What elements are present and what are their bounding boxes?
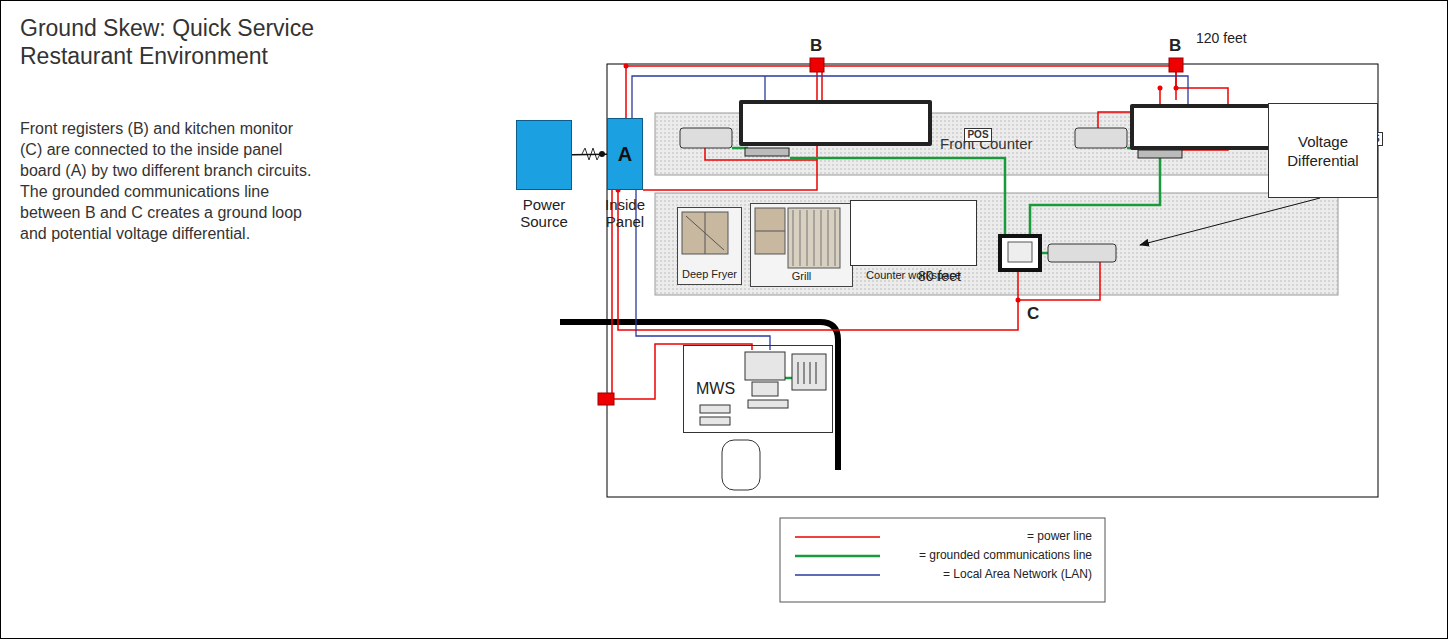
building-outline — [607, 64, 1378, 497]
node-label: Grill — [792, 270, 812, 283]
wall — [560, 322, 838, 470]
breaker-b — [1169, 58, 1183, 72]
pos-label: POS — [964, 128, 991, 142]
caption-text: Front registers (B) and kitchen monitor … — [20, 118, 315, 244]
printer — [1048, 244, 1116, 262]
diagram-title: Ground Skew: Quick Service Restaurant En… — [20, 14, 340, 70]
circuit-letter: B — [1169, 36, 1181, 56]
grill-rib — [793, 210, 794, 266]
drive — [700, 417, 730, 425]
fryer-basket — [686, 212, 724, 254]
legend-text: = grounded communications line — [892, 548, 1092, 562]
counter-workspace-shape — [850, 200, 977, 266]
legend-box — [780, 518, 1105, 602]
grill: Grill — [750, 203, 853, 287]
node-label: Inside Panel — [590, 196, 660, 230]
circuit-letter: B — [810, 36, 822, 56]
monitor — [745, 352, 785, 380]
drive — [700, 405, 730, 413]
legend-text: = Local Area Network (LAN) — [892, 567, 1092, 581]
deep-fryer: Deep Fryer — [677, 207, 742, 285]
kitchen-band — [655, 193, 1338, 295]
grill-rib — [814, 210, 815, 266]
mws-equipment — [700, 352, 826, 490]
junction-dot — [624, 64, 629, 69]
printer — [792, 354, 826, 390]
voltage-differential-box: Voltage Differential — [1268, 103, 1378, 198]
comm-line — [785, 377, 792, 380]
lan-lines — [632, 76, 1188, 350]
kitchen-band-stipple — [655, 193, 1338, 295]
grill-rib — [835, 210, 836, 266]
junction-dot — [1158, 86, 1163, 91]
grill-panel — [755, 208, 785, 254]
screen — [1008, 242, 1032, 262]
kitchen-monitor — [1000, 236, 1040, 270]
leader-arrow — [1140, 198, 1320, 245]
node-label: MWS — [696, 380, 735, 398]
mws-desk: MWS — [683, 345, 833, 433]
breaker-mws — [598, 393, 614, 405]
dimension: 80 feet — [918, 268, 961, 284]
comm-line — [1030, 152, 1160, 236]
dimension: 120 feet — [1196, 30, 1247, 46]
power-line — [618, 190, 1018, 330]
inside-panel-box-shape: A — [607, 118, 643, 190]
grill-rib — [800, 210, 801, 266]
panel-letter: A — [618, 143, 632, 166]
grill-divider — [755, 231, 785, 232]
breakers — [598, 58, 1183, 405]
legend-sample-comm — [795, 555, 880, 558]
circuit-letter: C — [1027, 304, 1039, 324]
grill-rib — [821, 210, 822, 266]
cpu — [752, 382, 778, 396]
front-counter-band: Front CounterPOSPOS — [655, 113, 1338, 175]
fryer-body — [682, 212, 728, 254]
node-label: Voltage Differential — [1273, 132, 1373, 170]
inside-panel-box: AInside Panel — [607, 118, 643, 230]
legend-sample-power — [795, 536, 880, 538]
lan-line — [764, 76, 765, 100]
power-source-box: Power Source — [516, 120, 572, 230]
grill-rib — [807, 210, 808, 266]
keyboard — [745, 148, 789, 156]
node-label: Power Source — [502, 196, 586, 230]
grill-plate — [788, 208, 840, 268]
comm-lines — [732, 148, 1160, 378]
keyboard — [748, 400, 788, 408]
keyboard — [1138, 150, 1182, 158]
power-dots — [616, 64, 1179, 303]
wire — [572, 153, 607, 155]
printer — [1075, 128, 1127, 148]
breaker-b — [810, 58, 824, 72]
printer-slots — [798, 362, 816, 384]
printer — [680, 128, 732, 148]
grill-rib — [828, 210, 829, 266]
junction-dot — [1016, 298, 1021, 303]
junction-dot — [1174, 86, 1179, 91]
monitor — [1000, 236, 1040, 270]
legend-sample-lan — [795, 574, 880, 575]
legend-text: = power line — [892, 529, 1092, 543]
power-source-box-shape — [516, 120, 572, 190]
chair — [722, 440, 760, 490]
node-label: Deep Fryer — [682, 268, 737, 281]
pos-monitor: POS — [739, 100, 932, 146]
